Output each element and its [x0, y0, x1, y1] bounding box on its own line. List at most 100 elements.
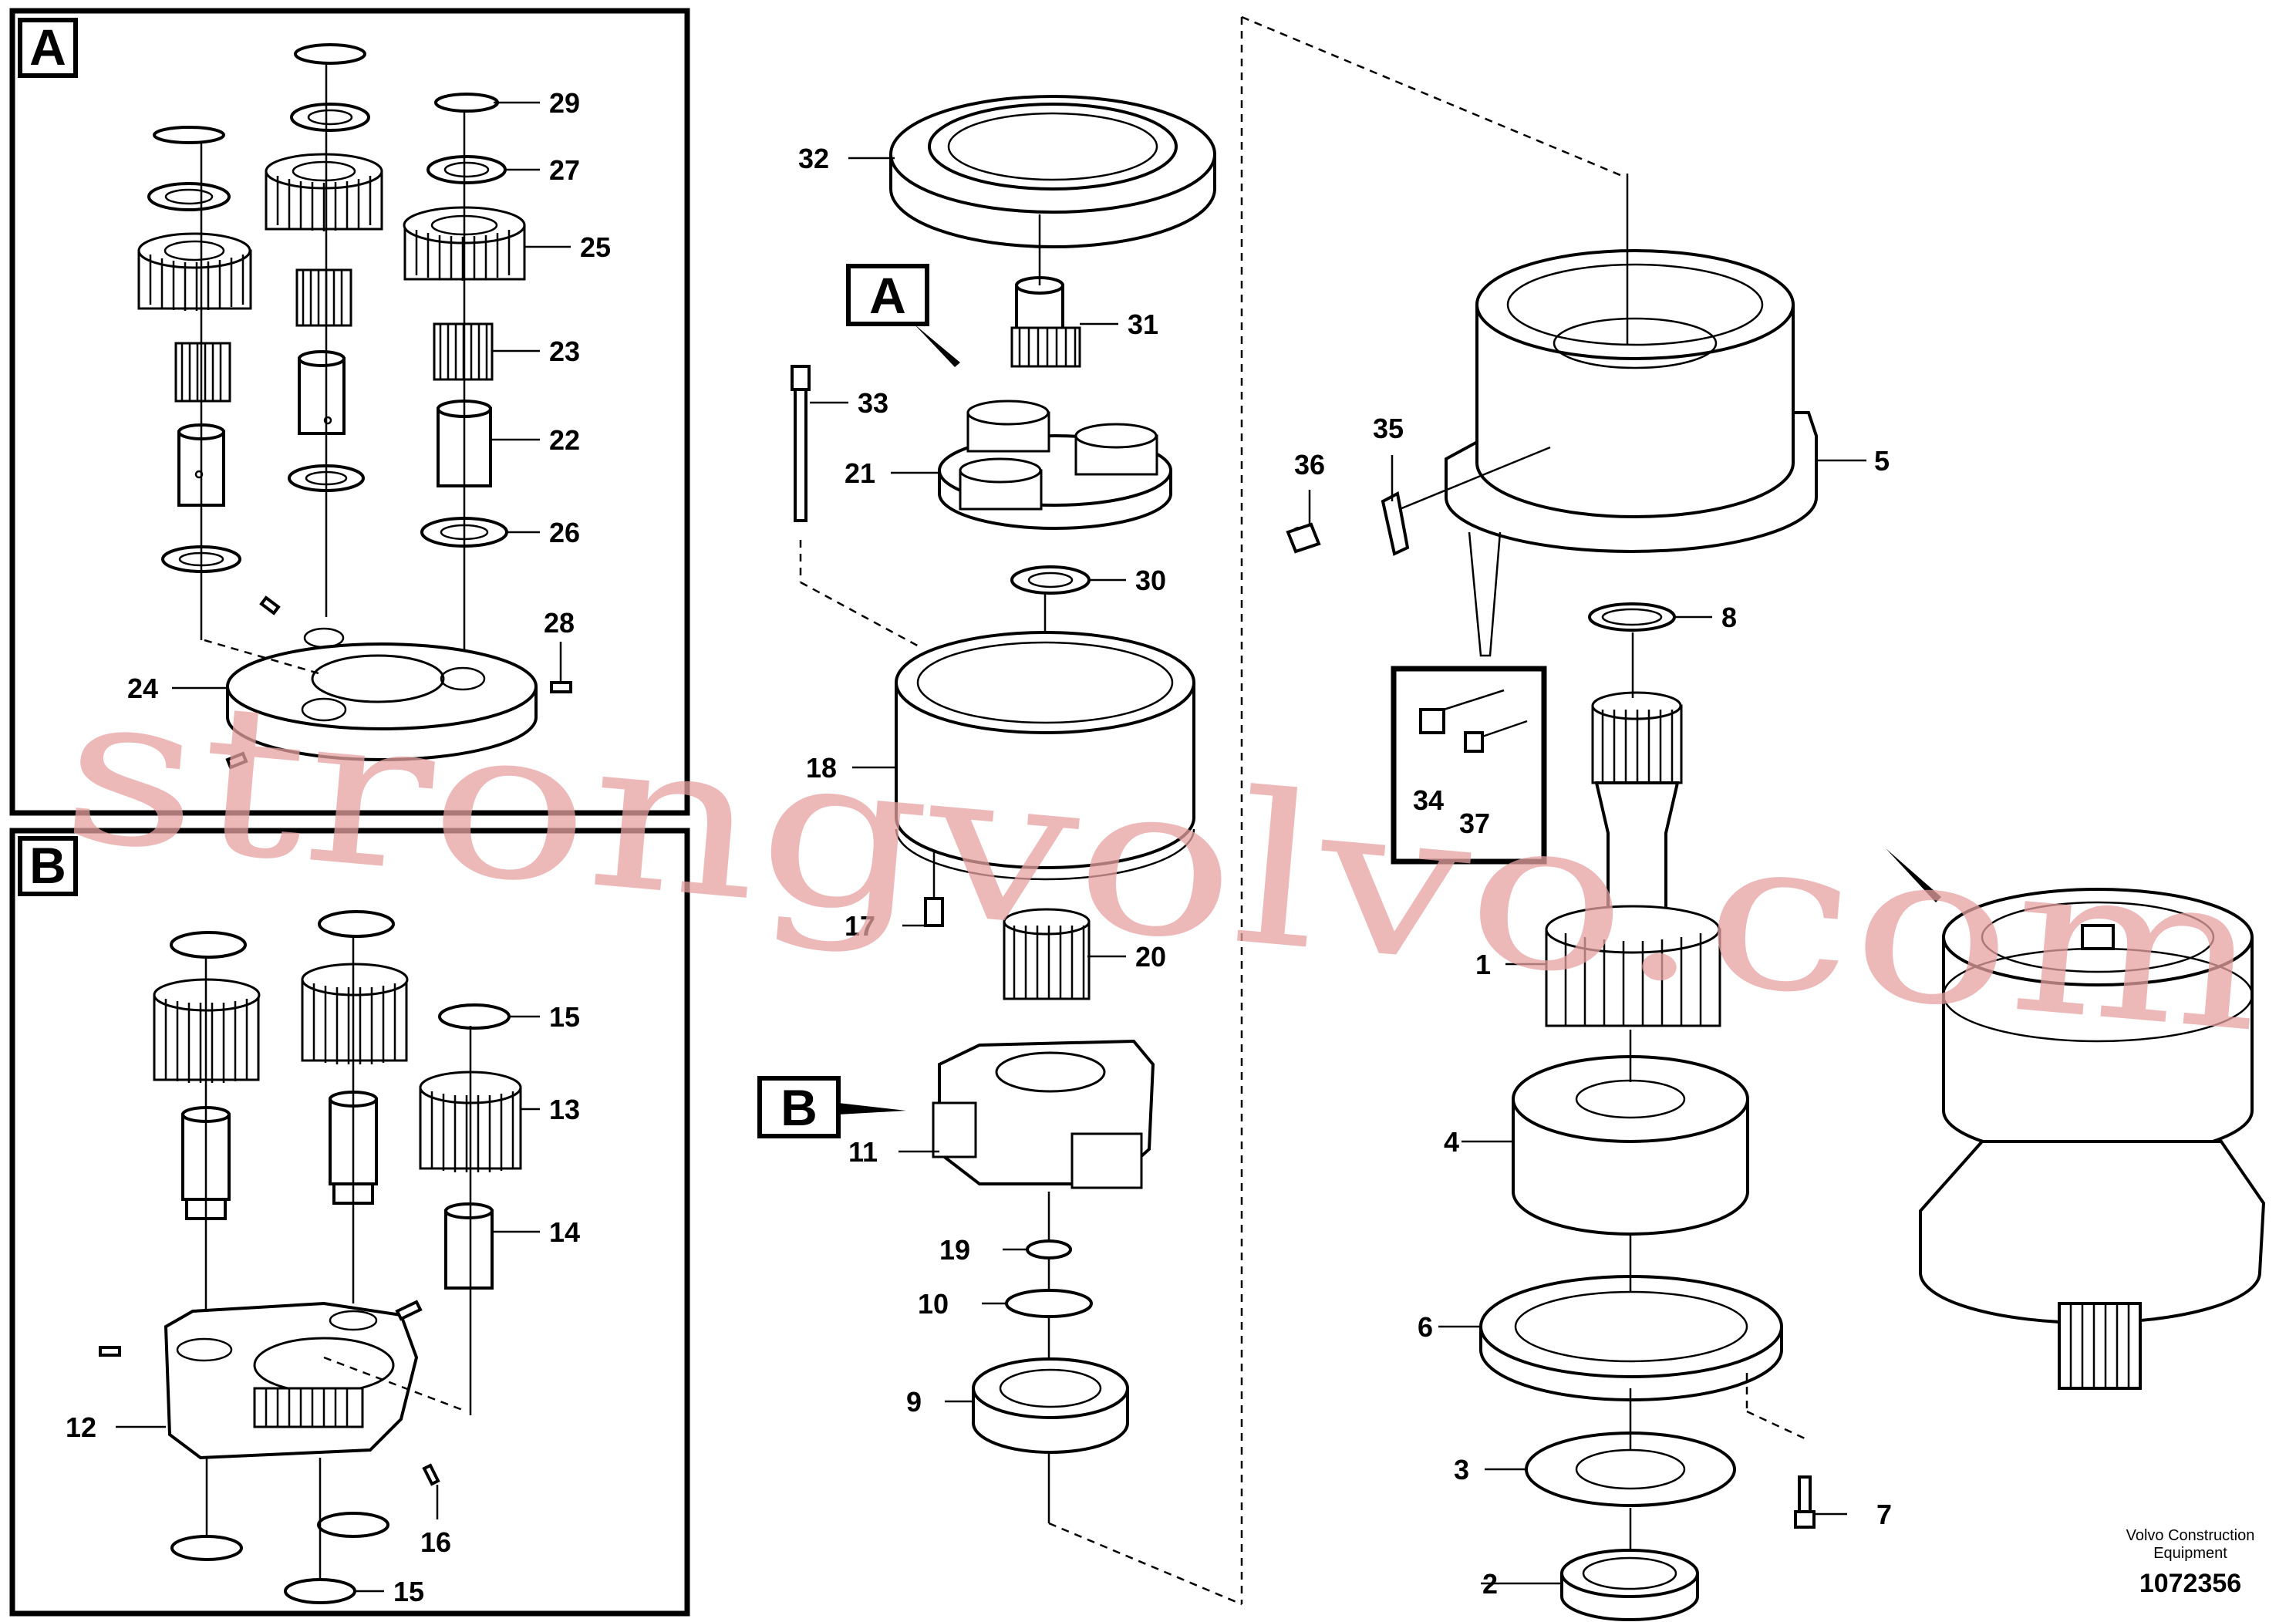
- callout-22: 22: [549, 424, 580, 456]
- callout-8: 8: [1721, 602, 1737, 633]
- bearing-icon: [972, 1357, 1129, 1454]
- thrust-washer-icon: [1010, 565, 1091, 595]
- spring-pin-icon: [422, 1463, 440, 1486]
- callout-14: 14: [549, 1216, 580, 1248]
- inset-b: B: [9, 828, 690, 1617]
- callout-16: 16: [420, 1526, 451, 1558]
- thrust-washer-icon: [438, 1003, 511, 1030]
- inset-a: A: [9, 8, 690, 816]
- collar-icon: [1512, 1055, 1749, 1236]
- leader-lines: [116, 101, 1866, 1593]
- callout-23: 23: [549, 336, 580, 367]
- needle-bearing-icon: [174, 342, 231, 403]
- planet-gear-icon: [301, 963, 409, 1064]
- callout-a-letter: A: [869, 267, 906, 324]
- callout-20: 20: [1135, 941, 1166, 973]
- callout-21: 21: [845, 457, 875, 489]
- callout-34: 34: [1413, 784, 1444, 816]
- spring-pin-icon: [99, 1346, 121, 1357]
- callout-b-letter: B: [781, 1079, 818, 1136]
- plug-icon: [1464, 731, 1484, 753]
- seal-ring-icon: [1560, 1549, 1699, 1621]
- callout-37: 37: [1459, 808, 1490, 839]
- callout-10: 10: [918, 1288, 949, 1320]
- callout-36: 36: [1294, 449, 1325, 481]
- callout-18: 18: [806, 752, 837, 784]
- callout-4: 4: [1444, 1126, 1459, 1158]
- sun-gear-icon: [1003, 908, 1091, 1000]
- planet-carrier-icon: [226, 627, 538, 761]
- center-assembly: A: [757, 95, 1242, 1606]
- snap-ring-icon: [153, 126, 225, 144]
- callout-19: 19: [939, 1234, 970, 1266]
- brand-line-1: Volvo Construction: [2126, 1527, 2255, 1544]
- callout-2: 2: [1482, 1568, 1498, 1600]
- planet-carrier-assembly-icon: [938, 400, 1172, 530]
- callout-17: 17: [845, 910, 875, 942]
- thrust-washer-icon: [1026, 1239, 1072, 1259]
- planet-gear-icon: [265, 153, 383, 231]
- ring-gear-icon: [895, 631, 1195, 881]
- planet-gear-icon: [137, 232, 252, 311]
- planet-carrier-icon: [164, 1301, 419, 1460]
- breather-fitting-icon: [1286, 491, 1410, 556]
- callout-1: 1: [1475, 949, 1491, 980]
- callout-32: 32: [798, 143, 829, 174]
- bolt-icon: [1794, 1475, 1816, 1529]
- planet-carrier-assembly-icon: [932, 1039, 1155, 1189]
- callout-33: 33: [858, 387, 888, 419]
- callout-26: 26: [549, 517, 580, 548]
- callout-31: 31: [1128, 309, 1158, 340]
- thrust-washer-icon: [318, 910, 395, 938]
- callout-9: 9: [906, 1386, 922, 1418]
- inset-b-letter: B: [29, 837, 66, 894]
- bearing-retainer-icon: [1479, 1275, 1783, 1401]
- callout-6: 6: [1418, 1311, 1433, 1343]
- detail-box: [1391, 666, 1547, 865]
- thrust-washer-icon: [426, 155, 507, 184]
- bolt-icon: [791, 365, 811, 522]
- right-assembly: [1286, 174, 2266, 1621]
- needle-bearing-icon: [433, 322, 494, 381]
- callout-24: 24: [127, 673, 158, 704]
- thrust-washer-icon: [284, 1578, 356, 1604]
- assembled-swing-gearbox-icon: [1919, 888, 2266, 1390]
- swing-housing-icon: [1445, 249, 1818, 553]
- thrust-washer-icon: [147, 182, 231, 211]
- snap-ring-icon: [1005, 1289, 1093, 1318]
- thrust-washer-icon: [170, 1535, 243, 1561]
- drawing-number: 1072356: [2139, 1569, 2241, 1598]
- planet-pin-icon: [444, 1202, 494, 1290]
- callout-a-tag: [846, 264, 929, 326]
- spring-pin-icon: [395, 1300, 423, 1321]
- callout-15-bottom: 15: [393, 1576, 424, 1607]
- callout-30: 30: [1135, 565, 1166, 596]
- callout-28: 28: [544, 607, 575, 639]
- planet-pin-icon: [298, 350, 346, 435]
- callout-13: 13: [549, 1094, 580, 1125]
- inset-b-tag: [18, 836, 78, 896]
- callout-12: 12: [66, 1411, 96, 1443]
- spring-pin-icon: [225, 751, 248, 770]
- callout-35: 35: [1373, 413, 1404, 444]
- thrust-washer-icon: [317, 1512, 389, 1538]
- snap-ring-icon: [434, 93, 499, 113]
- callout-3: 3: [1454, 1454, 1469, 1485]
- snap-ring-icon: [294, 43, 366, 65]
- callout-29: 29: [549, 87, 580, 119]
- callout-11: 11: [848, 1136, 878, 1168]
- callout-27: 27: [549, 154, 580, 186]
- inset-a-tag: [18, 18, 78, 78]
- spring-pin-icon: [259, 595, 281, 615]
- brand-line-2: Equipment: [2153, 1545, 2227, 1562]
- callout-labels: 29 27 25 23 22 26 28 24 15 13 14 12 16 1…: [66, 87, 1892, 1607]
- callout-7: 7: [1876, 1499, 1892, 1530]
- sun-gear-icon: [1010, 276, 1081, 368]
- callout-15-top: 15: [549, 1001, 580, 1033]
- thrust-washer-icon: [170, 931, 247, 959]
- needle-bearing-icon: [295, 268, 352, 327]
- footer: Volvo Construction Equipment 1072356: [2126, 1527, 2255, 1598]
- callout-5: 5: [1874, 445, 1890, 477]
- callout-25: 25: [580, 231, 611, 263]
